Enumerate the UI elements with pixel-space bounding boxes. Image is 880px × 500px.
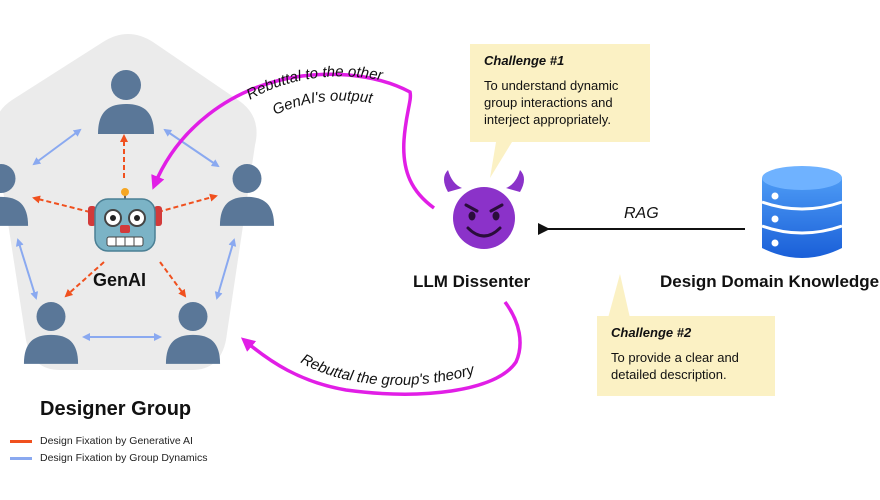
rebuttal-genai-arrow [151, 72, 436, 210]
challenge-1-text: To understand dynamic group interactions… [484, 78, 619, 127]
challenge-1-pointer [490, 142, 512, 178]
challenge-1-note: Challenge #1 To understand dynamic group… [470, 44, 650, 142]
rebuttal-group-arrow [240, 300, 522, 396]
challenge-1-title: Challenge #1 [484, 53, 565, 68]
rebuttal-top-label-line2: GenAI's output [270, 88, 375, 119]
legend-item-group: Design Fixation by Group Dynamics [10, 452, 207, 464]
design-domain-knowledge-label: Design Domain Knowledge [660, 272, 880, 291]
legend-label-genai: Design Fixation by Generative AI [40, 435, 193, 447]
rebuttal-bottom-label: Rebuttal the group's theory [298, 351, 477, 389]
designer-group-title: Designer Group [40, 398, 192, 420]
database-icon [761, 166, 843, 258]
genai-label: GenAI [93, 270, 147, 290]
rag-label: RAG [624, 205, 659, 222]
challenge-2-title: Challenge #2 [611, 325, 692, 340]
llm-dissenter-label: LLM Dissenter [413, 272, 531, 291]
legend-label-group: Design Fixation by Group Dynamics [40, 452, 208, 464]
legend-swatch-genai [10, 439, 32, 443]
smiling-devil-icon [444, 170, 524, 249]
challenge-2-text: To provide a clear and detailed descript… [611, 350, 739, 382]
genai-fixation-arrows [32, 134, 218, 298]
legend-swatch-group [10, 456, 32, 460]
legend-item-genai: Design Fixation by Generative AI [10, 435, 193, 447]
challenge-2-note: Challenge #2 To provide a clear and deta… [597, 316, 775, 396]
challenge-2-pointer [608, 274, 630, 318]
robot-icon [88, 188, 162, 252]
group-dynamics-arrows [15, 128, 237, 341]
